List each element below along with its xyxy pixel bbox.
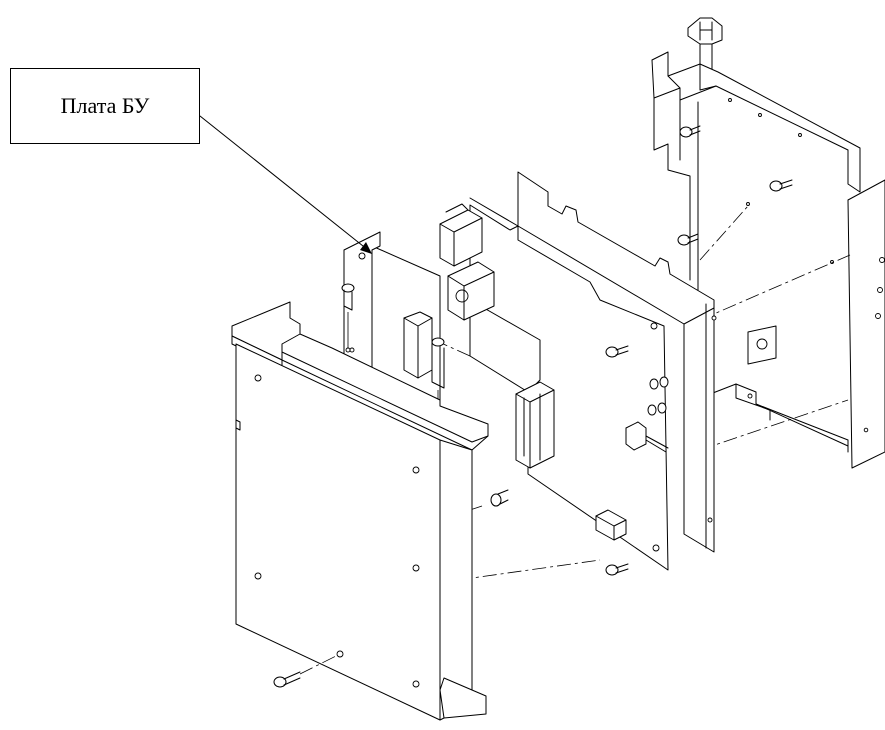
screw [679, 125, 701, 138]
screw [605, 563, 629, 576]
standoff [341, 283, 355, 353]
top-handle [687, 17, 723, 73]
board-connector [403, 311, 433, 379]
relay-component [439, 203, 483, 267]
callout-box: Плата БУ [10, 68, 200, 144]
screw [677, 233, 699, 246]
callout-label: Плата БУ [60, 93, 150, 118]
control-board [341, 231, 445, 409]
callout-leader [199, 115, 372, 254]
front-bracket [231, 301, 489, 721]
relay-component [447, 261, 495, 321]
connector-block [515, 381, 555, 469]
screw [769, 179, 793, 192]
led-component [647, 376, 669, 416]
main-circuit-board [429, 203, 669, 581]
screw [490, 489, 509, 507]
switch-component [625, 421, 669, 453]
small-component [595, 509, 627, 541]
screw [605, 345, 629, 358]
screw [273, 655, 337, 688]
middle-frame-panel [469, 171, 717, 553]
rear-chassis [651, 17, 885, 469]
